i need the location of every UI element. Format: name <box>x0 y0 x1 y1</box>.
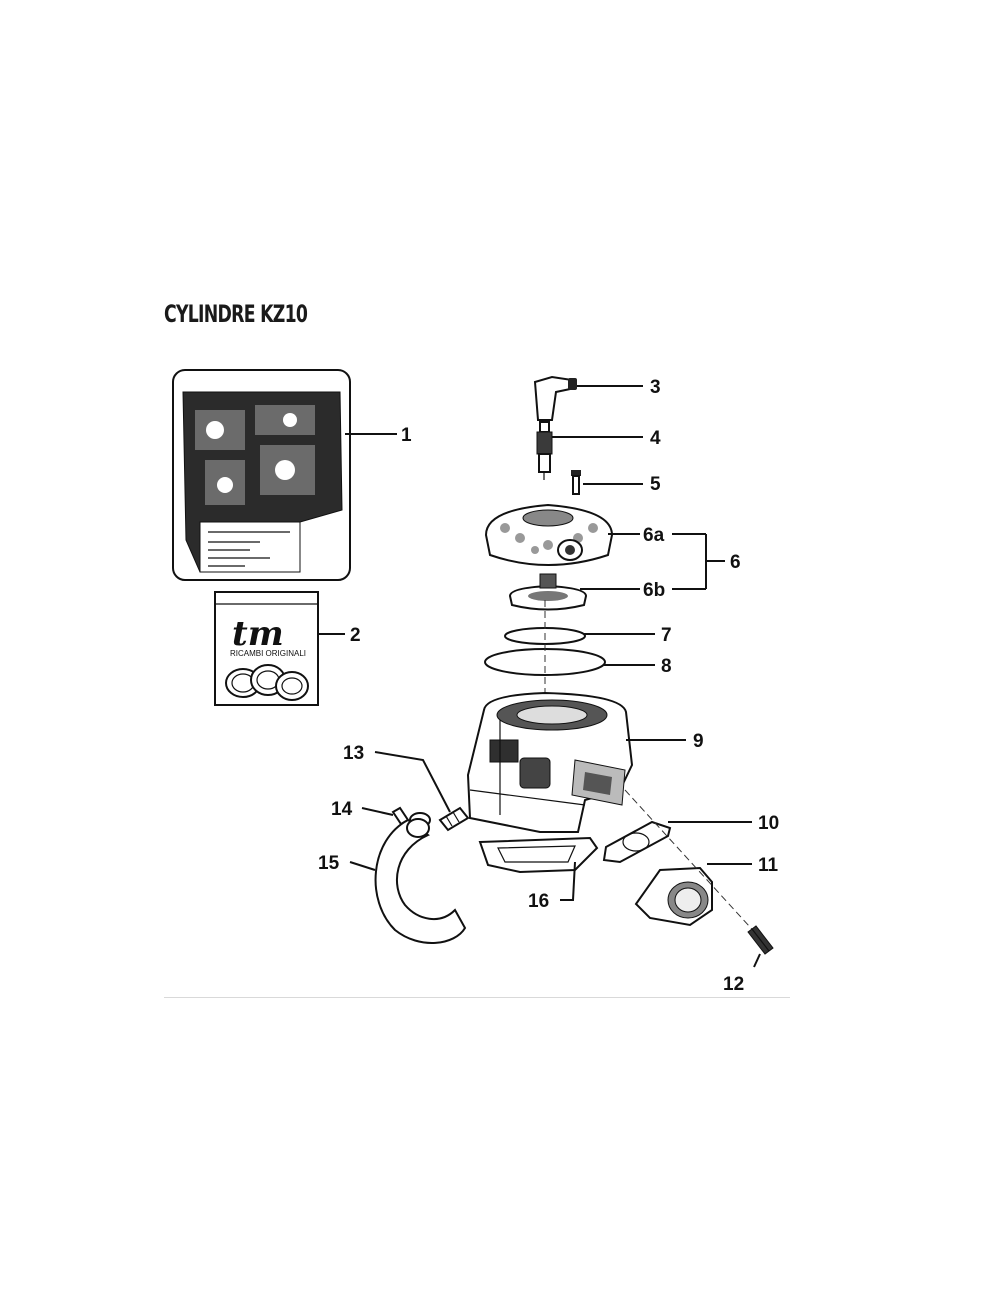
head-screw <box>571 470 581 495</box>
callout-12: 12 <box>723 974 744 995</box>
gasket-kit-bag <box>172 369 351 581</box>
callout-6b: 6b <box>643 580 665 601</box>
combustion-chamber-insert <box>508 573 588 611</box>
callout-16: 16 <box>528 891 549 912</box>
brand-subtitle: RICAMBI ORIGINALI <box>230 649 306 658</box>
cylinder-head-cover <box>484 503 614 566</box>
brand-logo: tm <box>232 614 284 654</box>
callout-9: 9 <box>693 731 704 752</box>
bottom-divider <box>164 997 790 998</box>
callout-10: 10 <box>758 813 779 834</box>
callout-leaders <box>318 385 761 968</box>
coolant-hose <box>374 818 467 944</box>
callout-15: 15 <box>318 853 340 874</box>
page-title: CYLINDRE KZ10 <box>164 300 308 328</box>
manifold-gasket <box>602 820 672 864</box>
callout-labels: 1 2 3 4 5 6a 6b 6 7 8 9 10 11 12 13 14 1… <box>318 377 779 995</box>
callout-6: 6 <box>730 552 741 573</box>
spark-plug-cap <box>533 375 577 421</box>
callout-5: 5 <box>650 474 661 495</box>
hose-nipple <box>438 806 470 832</box>
callout-6a: 6a <box>643 525 665 546</box>
manifold-bolt <box>747 925 774 955</box>
callout-4: 4 <box>650 428 661 449</box>
callout-1: 1 <box>401 425 412 446</box>
callout-14: 14 <box>331 799 353 820</box>
spark-plug <box>536 421 553 480</box>
callout-8: 8 <box>661 656 672 677</box>
callout-11: 11 <box>758 855 779 876</box>
intake-manifold <box>634 866 713 927</box>
cylinder-block <box>466 691 634 833</box>
callout-2: 2 <box>350 625 361 646</box>
oring-kit-bag: tm RICAMBI ORIGINALI <box>214 591 319 706</box>
callout-7: 7 <box>661 625 672 646</box>
callout-3: 3 <box>650 377 661 398</box>
callout-13: 13 <box>343 743 364 764</box>
base-gasket <box>478 836 599 874</box>
